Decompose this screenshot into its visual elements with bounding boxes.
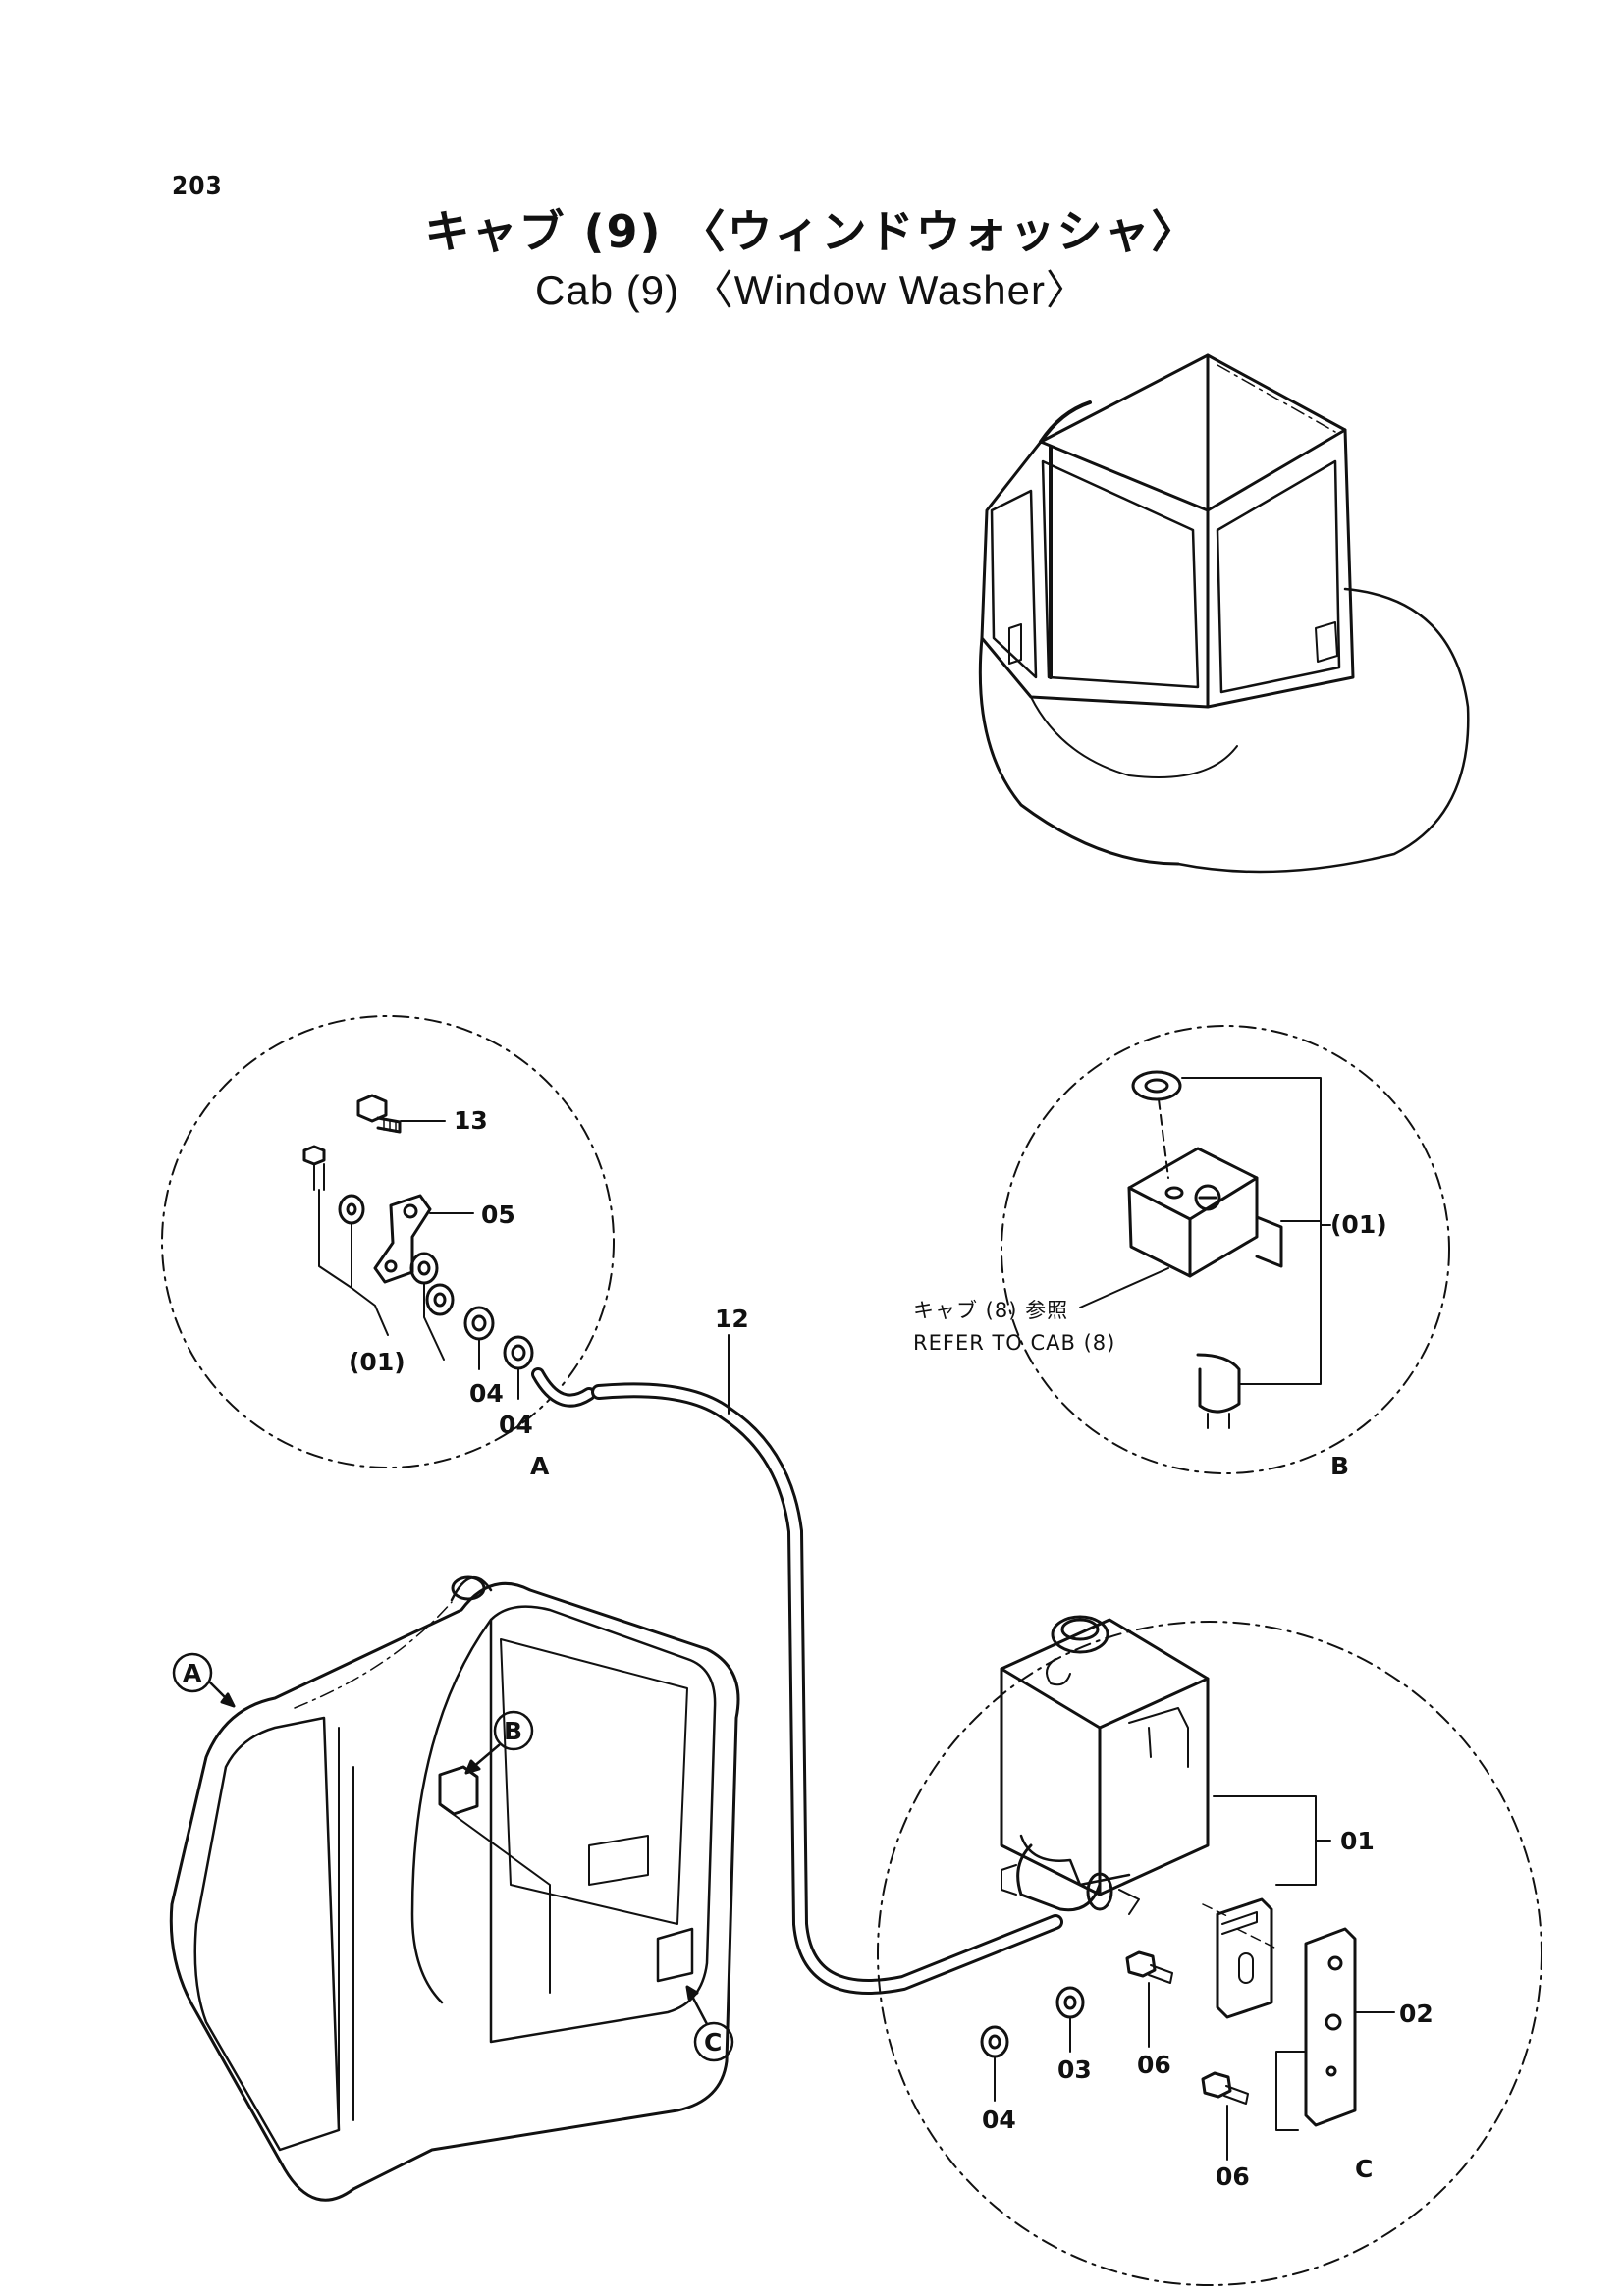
cab-callout-a	[172, 1652, 236, 1708]
bolt-06-a-icon	[1125, 1950, 1173, 1984]
push-switch-icon	[1196, 1353, 1241, 1429]
washer-tank-icon	[1000, 1615, 1210, 1896]
nut-03-icon	[1055, 1986, 1085, 2019]
part-04-a-label: 04	[469, 1379, 504, 1408]
part-03-label: 03	[1057, 2056, 1092, 2084]
nut-04-c-icon	[980, 2025, 1009, 2058]
title-english: Cab (9) 〈Window Washer〉	[535, 267, 1088, 313]
overview-machine	[978, 353, 1470, 874]
nut-1-icon	[425, 1283, 455, 1316]
bracket-02-icon	[1304, 1927, 1357, 2127]
cab-callout-b-label: B	[504, 1717, 522, 1745]
part-01-c-label: 01	[1340, 1827, 1375, 1855]
note-refer-en: REFER TO CAB (8)	[913, 1331, 1115, 1355]
callout-b-detail: B	[1330, 1452, 1349, 1480]
small-bolt-icon	[302, 1145, 326, 1191]
cab-callout-b	[464, 1710, 534, 1775]
title-japanese: キャブ (9) 〈ウィンドウォッシャ〉	[424, 205, 1199, 258]
part-01-a-label: (01)	[349, 1348, 406, 1376]
part-04-b-label: 04	[499, 1411, 533, 1439]
cab-callout-c-label: C	[704, 2028, 722, 2056]
detail-b	[1001, 1025, 1450, 1474]
part-04-c-label: 04	[982, 2106, 1016, 2134]
bracket-05-icon	[373, 1194, 432, 1284]
washer-1-icon	[338, 1194, 365, 1225]
cab-body	[169, 1575, 740, 2202]
bolt-06-b-icon	[1201, 2071, 1249, 2105]
note-refer-jp: キャブ (8) 参照	[913, 1299, 1068, 1322]
detail-c	[877, 1615, 1542, 2286]
part-02-label: 02	[1399, 2000, 1434, 2028]
hose-12	[591, 1334, 1063, 1995]
part-13-label: 13	[454, 1106, 488, 1135]
detail-a	[161, 1015, 615, 1468]
washer-motor-icon	[1001, 1843, 1140, 1915]
cab-switch-b-icon	[438, 1765, 479, 1816]
part-12-label: 12	[715, 1305, 749, 1333]
mounting-plate-icon	[1216, 1897, 1273, 2019]
nut-04-b-icon	[503, 1335, 534, 1370]
callout-c-detail: C	[1355, 2155, 1373, 2183]
part-06-a-label: 06	[1137, 2051, 1171, 2079]
cab-callout-a-label: A	[183, 1659, 202, 1687]
bolt-13-icon	[356, 1094, 402, 1134]
part-05-label: 05	[481, 1201, 515, 1229]
washer-2-icon	[409, 1252, 439, 1285]
grommet-icon	[1131, 1070, 1182, 1101]
part-06-b-label: 06	[1216, 2163, 1250, 2191]
switch-body-icon	[1127, 1147, 1283, 1278]
cab-callout-c	[685, 1985, 734, 2062]
callout-a-detail: A	[530, 1452, 550, 1480]
part-01-b-label: (01)	[1330, 1210, 1387, 1239]
nut-04-a-icon	[463, 1306, 495, 1341]
page-number: 203	[172, 172, 223, 201]
